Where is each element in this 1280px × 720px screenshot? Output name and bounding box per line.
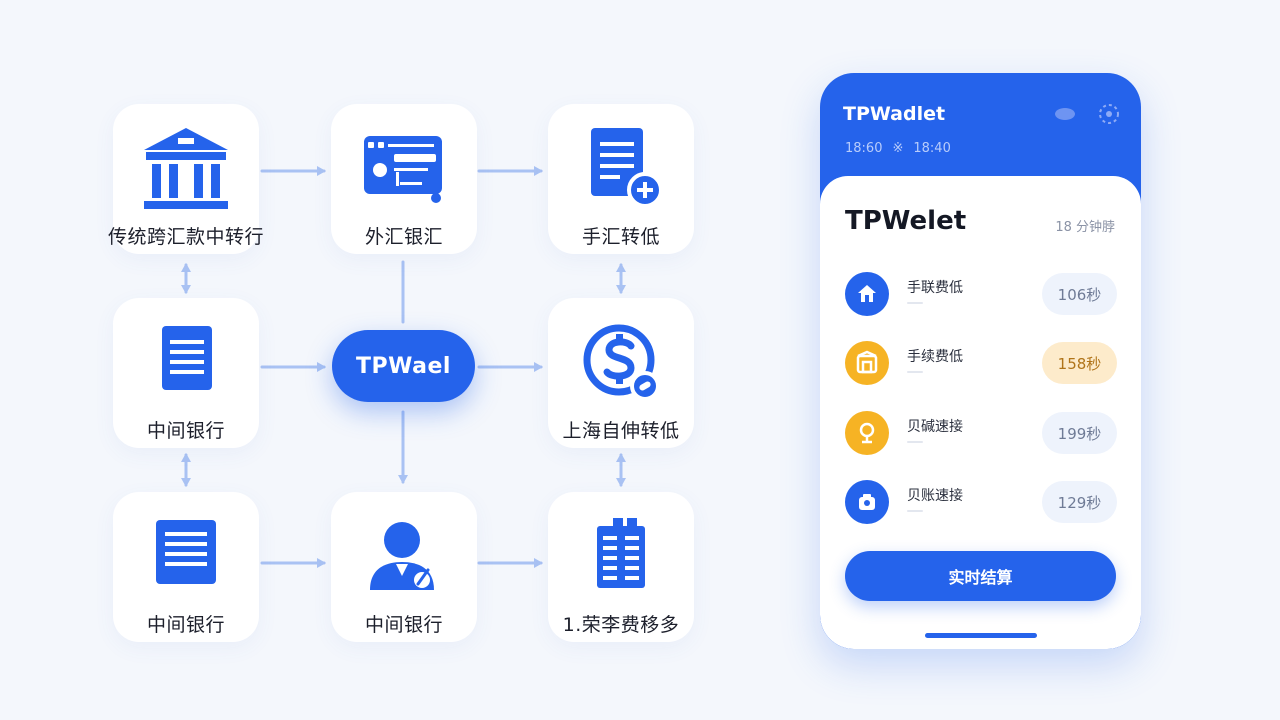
node-label: 中间银行 [146,420,225,442]
card-title: TPWelet [845,206,967,236]
row-value: 106秒 [1042,273,1117,315]
list-item[interactable]: 贝账速接 129秒 [845,478,1117,524]
dollar-coin-icon [583,324,660,401]
node-fee-multi: 1.荣李费移多 [548,492,694,642]
phone-mockup: TPWadlet 18:60 ※ 18:40 TPWelet 18 分钟脖 手 [820,73,1141,649]
node-intermediary-bank-2: 中间银行 [113,492,259,642]
row-label: 贝账速接 [907,488,963,504]
phone-time-row: 18:60 ※ 18:40 [845,141,951,156]
time-left: 18:60 [845,141,883,156]
time-right: 18:40 [913,141,951,156]
shop-icon [845,341,889,385]
node-manual-transfer: 手汇转低 [548,104,694,254]
row-value: 158秒 [1042,342,1117,384]
phone-brand: TPWadlet [843,103,946,125]
row-label: 手续费低 [907,349,963,365]
phone-body: TPWelet 18 分钟脖 手联费低 106秒 手续费低 158秒 [820,176,1141,649]
home-indicator [925,633,1037,638]
building-icon [597,518,645,588]
row-underline [907,302,923,304]
hub-tpwallet: TPWael [332,330,475,402]
node-label: 1.荣李费移多 [562,614,680,636]
list-item[interactable]: 手续费低 158秒 [845,339,1117,385]
node-traditional-bank: 传统跨汇款中转行 [108,104,264,254]
row-underline [907,371,923,373]
row-underline [907,441,923,443]
row-value: 199秒 [1042,412,1117,454]
realtime-settle-button[interactable]: 实时结算 [845,551,1116,601]
row-underline [907,510,923,512]
list-item[interactable]: 手联费低 106秒 [845,270,1117,316]
card-terminal-icon [364,136,442,203]
document-plus-icon [591,128,663,208]
user-agent-icon [370,522,434,590]
row-label: 手联费低 [907,280,963,296]
node-label: 传统跨汇款中转行 [108,226,265,248]
row-value: 129秒 [1042,481,1117,523]
row-label: 贝碱速接 [907,419,963,435]
document-icon [156,520,216,584]
list-item[interactable]: 贝碱速接 199秒 [845,409,1117,455]
card-meta: 18 分钟脖 [1055,220,1115,235]
node-shanghai-transfer: 上海自伸转低 [548,298,694,448]
node-fx-remit: 外汇银汇 [331,104,477,254]
node-label: 外汇银汇 [364,226,443,248]
node-intermediary-agent: 中间银行 [331,492,477,642]
node-intermediary-bank: 中间银行 [113,298,259,448]
bank-icon [144,128,228,209]
document-icon [162,326,212,390]
node-label: 中间银行 [364,614,443,636]
gear-icon[interactable] [1096,101,1122,127]
wallet-icon [845,480,889,524]
node-label: 上海自伸转低 [562,420,680,442]
location-icon [845,411,889,455]
node-label: 中间银行 [146,614,225,636]
time-separator: ※ [892,141,904,156]
phone-header: TPWadlet 18:60 ※ 18:40 [820,73,1141,193]
home-icon [845,272,889,316]
eye-icon[interactable] [1054,107,1076,121]
node-label: 手汇转低 [581,226,660,248]
